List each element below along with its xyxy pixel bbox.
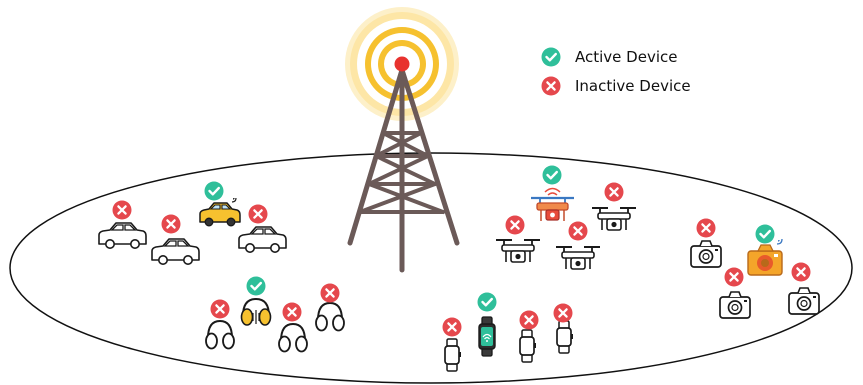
active-badge-icon [541,164,563,186]
car-icon [151,238,200,266]
inactive-badge-icon [504,214,526,236]
inactive-badge-icon [790,261,812,283]
smartwatch-cluster [441,291,574,372]
inactive-badge-icon [281,301,303,323]
drone-cluster [495,164,637,270]
camera-cluster [690,217,820,319]
smartwatch-icon [519,329,537,363]
car-icon [238,226,287,253]
cross-badge-icon [540,75,562,97]
headphones-icon [205,320,235,350]
headphones-icon [315,302,345,332]
tower-tip-light [394,56,410,72]
legend: Active Device Inactive Device [540,46,691,97]
headphones-icon [278,323,308,353]
check-badge-icon [540,46,562,68]
car-icon [98,222,147,249]
active-camera-icon [747,238,783,276]
inactive-badge-icon [247,203,269,225]
drone-icon [591,207,637,231]
inactive-badge-icon [160,213,182,235]
inactive-badge-icon [518,309,540,331]
camera-icon [719,291,751,319]
inactive-badge-icon [567,220,589,242]
inactive-badge-icon [441,316,463,338]
inactive-badge-icon [319,282,341,304]
drone-icon [555,246,601,270]
smartwatch-icon [444,338,462,372]
smartwatch-icon [556,320,574,354]
active-headphones-icon [240,297,272,326]
inactive-badge-icon [552,302,574,324]
drone-icon [495,239,541,263]
active-badge-icon [203,180,225,202]
active-smartwatch-icon [478,316,496,357]
active-drone-icon [531,187,574,221]
legend-inactive-label: Inactive Device [575,77,691,95]
active-badge-icon [754,223,776,245]
headphones-cluster [205,275,345,353]
inactive-badge-icon [723,266,745,288]
inactive-badge-icon [111,199,133,221]
inactive-badge-icon [695,217,717,239]
camera-icon [788,287,820,315]
camera-icon [690,240,722,268]
legend-active-label: Active Device [575,48,677,66]
cell-tower-icon [347,67,460,273]
car-cluster [98,180,287,266]
inactive-badge-icon [209,298,231,320]
active-badge-icon [476,291,498,313]
active-car-icon [199,197,241,227]
active-badge-icon [245,275,267,297]
inactive-badge-icon [603,181,625,203]
